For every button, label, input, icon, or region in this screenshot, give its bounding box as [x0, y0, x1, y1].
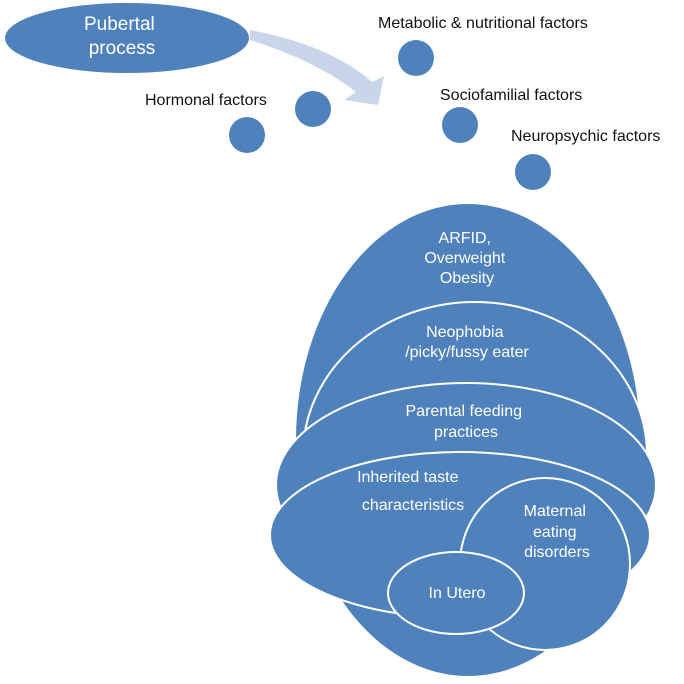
pubertal-arrow	[250, 30, 384, 105]
maternal-eating-label: Maternal eating disorders	[524, 503, 591, 561]
arfid-label: ARFID, Overweight Obesity	[424, 230, 509, 287]
in-utero-ellipse	[387, 551, 525, 635]
hormonal-factor-circle-2	[229, 117, 265, 153]
neophobia-label: Neophobia /picky/fussy eater	[405, 324, 529, 361]
hormonal-factor-circle-1	[295, 91, 331, 127]
pubertal-process-label: Pubertal process	[84, 14, 160, 59]
hormonal-factors-label: Hormonal factors	[145, 92, 267, 109]
parental-feeding-label: Parental feeding practices	[406, 403, 527, 441]
pubertal-process-ellipse	[5, 3, 249, 73]
in-utero-label: In Utero	[429, 585, 486, 602]
sociofamilial-factors-label: Sociofamilial factors	[440, 87, 582, 104]
inherited-taste-label: Inherited taste characteristics	[357, 469, 464, 514]
metabolic-factors-label: Metabolic & nutritional factors	[378, 15, 588, 32]
neuropsychic-factors-label: Neuropsychic factors	[511, 128, 660, 145]
metabolic-factor-circle	[398, 40, 434, 76]
sociofamilial-factor-circle	[442, 107, 478, 143]
neuropsychic-factor-circle	[515, 154, 551, 190]
